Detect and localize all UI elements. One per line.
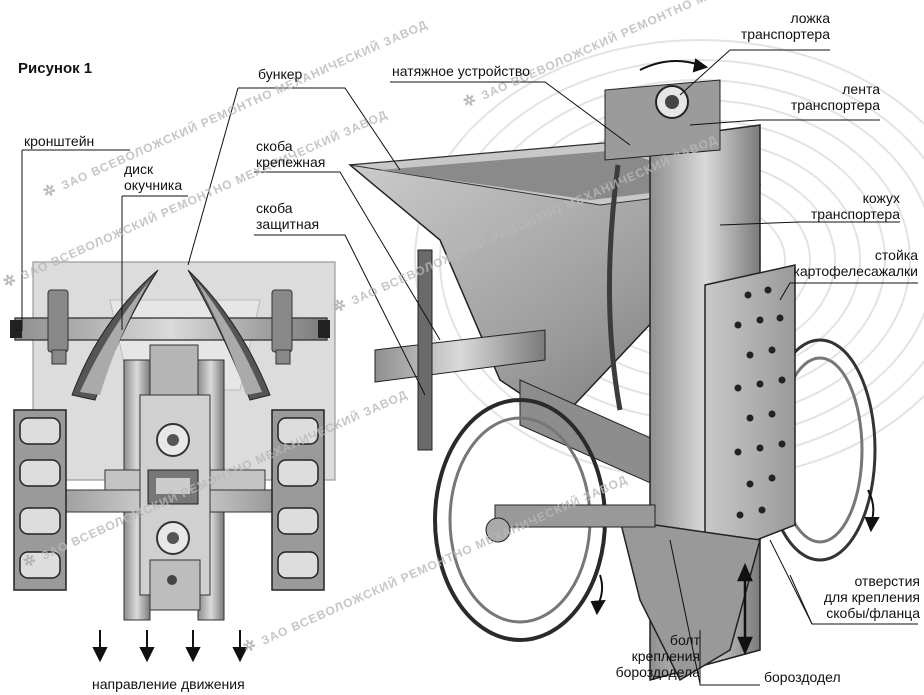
figure-label: Рисунок 1 [18, 60, 93, 77]
label-borozdodel: бороздодел [764, 669, 841, 685]
left-wheel-top [13, 409, 67, 591]
mounting-holes [734, 286, 786, 519]
top-view-drawing [10, 261, 336, 621]
label-kronshtein: кронштейн [24, 133, 95, 149]
furrower [619, 519, 761, 682]
leader-lines [15, 49, 918, 686]
direction-arrows [92, 630, 248, 663]
right-wheel-top [271, 409, 325, 591]
label-bunker: бункер [258, 66, 303, 82]
adjustment-arrow [737, 562, 753, 656]
label-natyazhnoe-ustroistvo: натяжное устройство [392, 63, 530, 79]
label-napravlenie-dvizhenia: направление движения [92, 676, 245, 692]
stand-plate [704, 264, 796, 562]
perspective-view-drawing [348, 58, 880, 682]
